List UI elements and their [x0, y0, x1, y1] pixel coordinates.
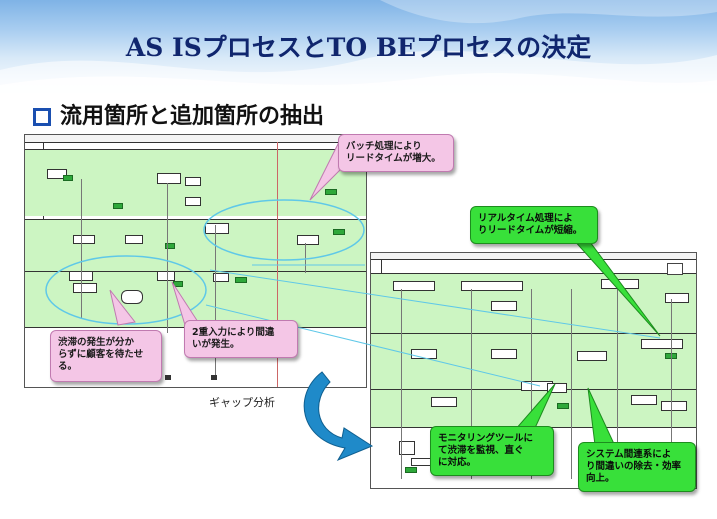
gap-analysis-caption: ギャップ分析 — [209, 396, 275, 409]
slide-subtitle: 流用箇所と追加箇所の抽出 — [60, 104, 325, 129]
slide-header-background — [0, 0, 717, 105]
monitoring-callout: モニタリングツールに て渋滞を監視、直ぐ に対応。 — [430, 426, 554, 476]
double-entry-callout: 2重入力により間違 いが発生。 — [184, 320, 298, 358]
realtime-callout: リアルタイム処理によ りリードタイムが短縮。 — [470, 206, 598, 244]
square-bullet-icon — [33, 108, 51, 126]
slide-title: AS ISプロセスとTO BEプロセスの決定 — [125, 33, 592, 62]
curved-arrow-icon — [303, 371, 374, 462]
batch-callout: バッチ処理により リードタイムが増大。 — [338, 134, 454, 172]
wave-decoration — [0, 0, 717, 105]
system-integration-callout: システム間連系によ り間違いの除去・効率 向上。 — [578, 442, 696, 492]
congestion-callout: 渋滞の発生が分か らずに顧客を待たせ る。 — [50, 330, 162, 382]
batch-highlight-ellipse — [203, 199, 365, 261]
